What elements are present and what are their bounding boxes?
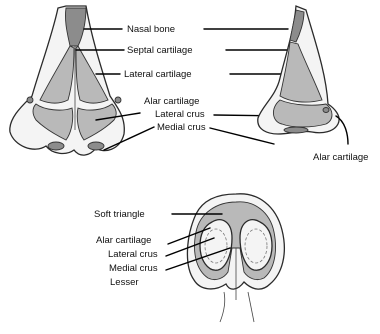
label-septal-cartilage: Septal cartilage xyxy=(127,45,192,56)
label-soft-triangle: Soft triangle xyxy=(94,209,145,220)
label-medial-crus-front: Medial crus xyxy=(157,122,206,133)
label-alar-cartilage-base: Alar cartilage xyxy=(96,235,151,246)
label-medial-crus-base: Medial crus xyxy=(109,263,158,274)
front-nostril-right xyxy=(88,142,104,150)
front-sesamoid-right xyxy=(115,97,121,103)
side-nostril xyxy=(284,127,308,133)
label-lateral-crus-base: Lateral crus xyxy=(108,249,158,260)
label-lateral-cartilage: Lateral cartilage xyxy=(124,69,192,80)
base-lip-right xyxy=(248,292,254,322)
front-nostril-left xyxy=(48,142,64,150)
side-sesamoid xyxy=(323,108,329,113)
label-lateral-crus-front: Lateral crus xyxy=(155,109,205,120)
side-view-nose xyxy=(258,6,339,134)
label-alar-cartilage-side: Alar cartilage xyxy=(313,152,368,163)
label-lesser: Lesser xyxy=(110,277,139,288)
label-alar-cartilage-front: Alar cartilage xyxy=(144,96,199,107)
label-nasal-bone: Nasal bone xyxy=(127,24,175,35)
front-sesamoid-left xyxy=(27,97,33,103)
base-lip-left xyxy=(220,292,225,322)
